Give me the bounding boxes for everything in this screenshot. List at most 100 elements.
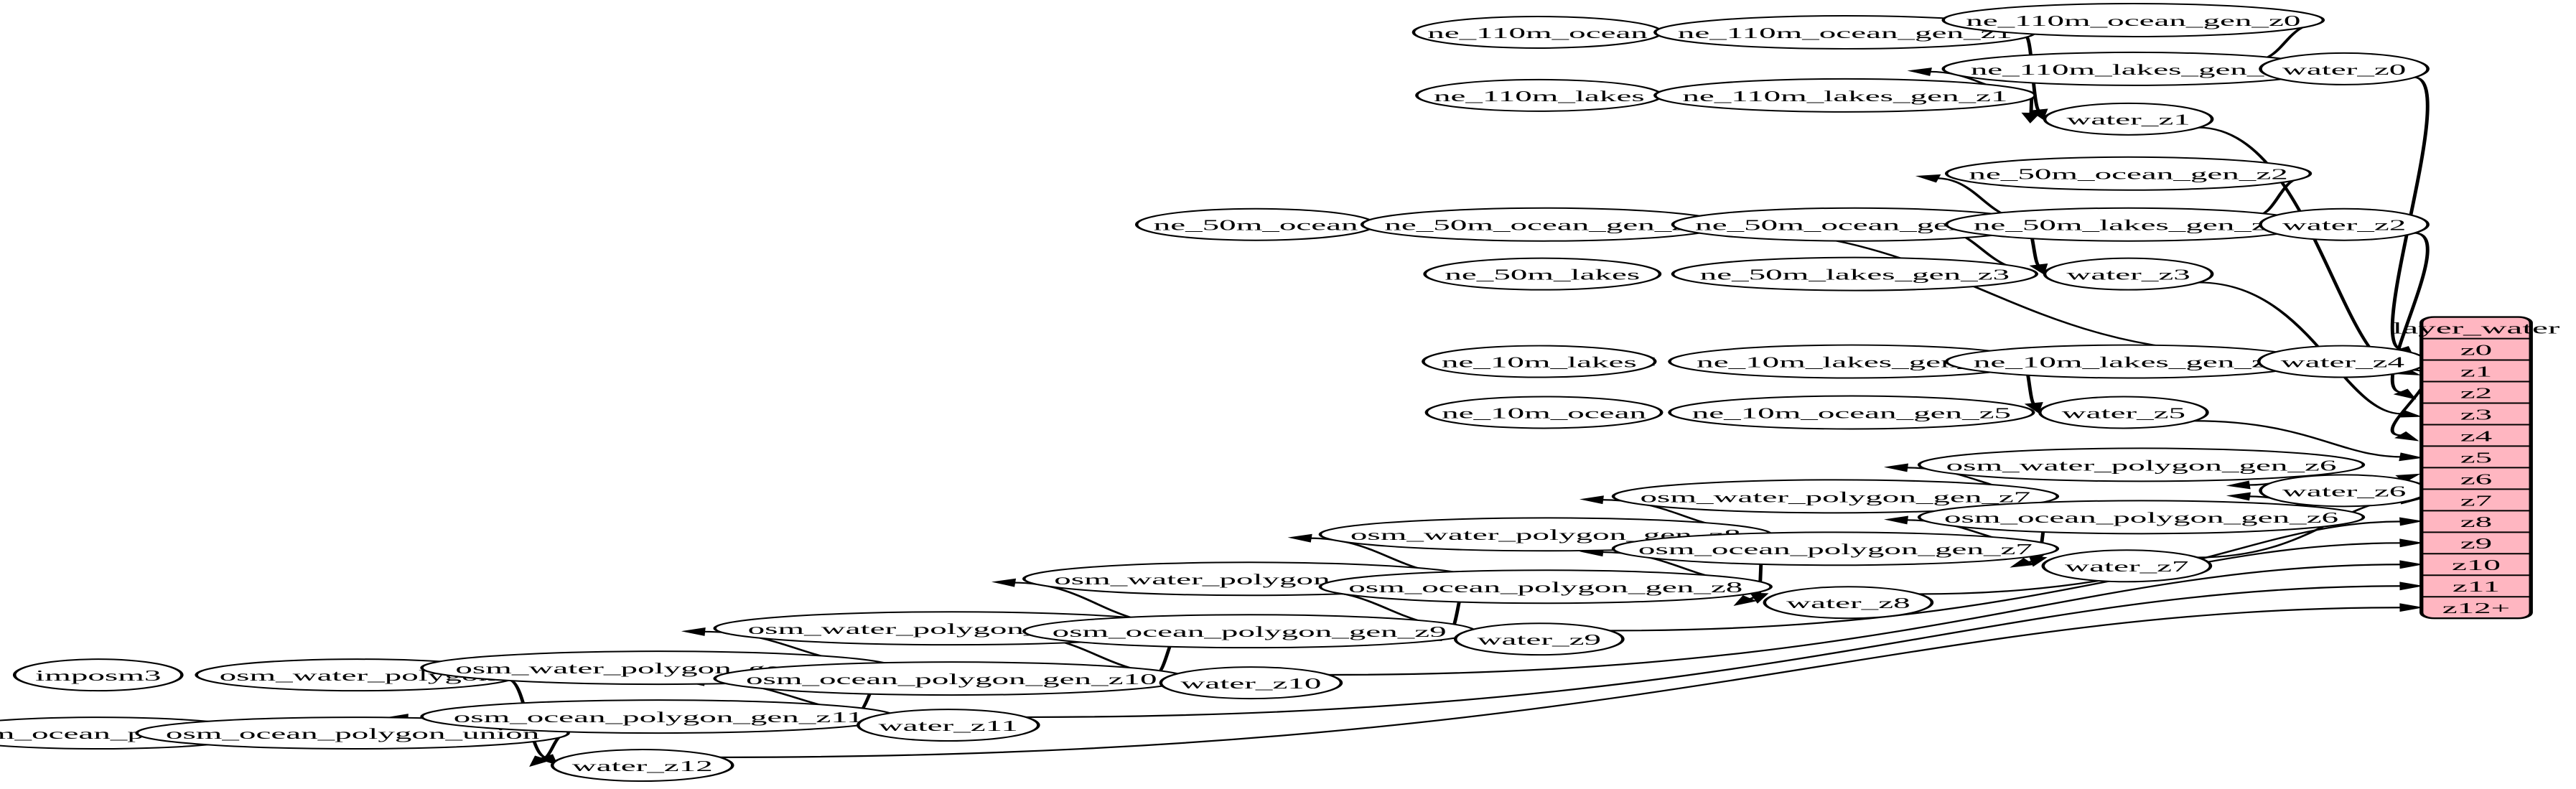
- graph-node-ne_110m_lakes_gen_z1[interactable]: ne_110m_lakes_gen_z1: [1653, 78, 2037, 113]
- graph-node-ne_10m_lakes[interactable]: ne_10m_lakes: [1422, 345, 1657, 378]
- graph-node-ne_50m_lakes_gen_z3[interactable]: ne_50m_lakes_gen_z3: [1671, 256, 2039, 291]
- edge-arrowhead: [1733, 595, 1758, 606]
- edge-arrowhead: [1883, 463, 1909, 472]
- graph-node-osm_ocean_polygon_gen_z10[interactable]: osm_ocean_polygon_gen_z10: [713, 661, 1190, 696]
- node-label: ne_110m_ocean: [1427, 24, 1648, 41]
- graph-node-ne_50m_ocean_gen_z3[interactable]: ne_50m_ocean_gen_z3: [1671, 207, 2039, 242]
- node-ellipse-shape: [1611, 531, 2060, 566]
- record-cell-z6[interactable]: z6: [2460, 471, 2492, 487]
- edge-arrowhead: [2029, 263, 2048, 275]
- graph-node-ne_10m_lakes_gen_z5[interactable]: ne_10m_lakes_gen_z5: [1668, 344, 2035, 379]
- graph-node-water_z8[interactable]: water_z8: [1763, 586, 1934, 620]
- node-label: imposm3: [35, 668, 161, 684]
- node-ellipse-shape: [1668, 395, 2035, 430]
- node-ellipse-shape: [1422, 345, 1657, 378]
- edge-arrowhead: [681, 627, 706, 636]
- node-ellipse-shape: [1944, 156, 2313, 191]
- node-ellipse-shape: [1453, 622, 1625, 656]
- node-ellipse-shape: [550, 749, 734, 783]
- node-label: water_z1: [2066, 111, 2190, 128]
- graph-edge-water_z10-to-layer_water-z10: [1327, 564, 2402, 676]
- node-ellipse-shape: [1611, 479, 2060, 514]
- record-cell-z5[interactable]: z5: [2460, 449, 2492, 466]
- graph-node-ne_110m_lakes[interactable]: ne_110m_lakes: [1415, 78, 1663, 112]
- record-node-layer-water[interactable]: layer_water z0 z1 z2 z3 z4 z5 z6 z7 z8 z9 z10 z11 z12…: [2393, 316, 2560, 620]
- graph-node-osm_ocean_polygon_gen_z6[interactable]: osm_ocean_polygon_gen_z6: [1917, 500, 2366, 535]
- record-cell-z2[interactable]: z2: [2460, 385, 2492, 401]
- graph-node-water_z11[interactable]: water_z11: [857, 709, 1040, 742]
- node-ellipse-shape: [1653, 78, 2037, 113]
- graph-node-ne_10m_lakes_gen_z4[interactable]: ne_10m_lakes_gen_z4: [1944, 344, 2313, 379]
- node-ellipse-shape: [12, 658, 184, 692]
- nodes-layer: imposm3osm_water_polygonosm_ocean_polygo…: [0, 2, 2430, 783]
- graph-node-osm_water_polygon_gen_z6[interactable]: osm_water_polygon_gen_z6: [1917, 447, 2366, 482]
- record-cell-z4[interactable]: z4: [2460, 428, 2492, 444]
- edge-arrowhead: [2399, 538, 2424, 548]
- graph-node-water_z9[interactable]: water_z9: [1453, 622, 1625, 656]
- graph-node-water_z0[interactable]: water_z0: [2259, 52, 2430, 85]
- graph-node-ne_110m_ocean_gen_z1[interactable]: ne_110m_ocean_gen_z1: [1653, 14, 2037, 50]
- node-ellipse-shape: [2041, 549, 2213, 583]
- node-label: ne_50m_ocean: [1154, 217, 1358, 233]
- graph-node-ne_50m_ocean[interactable]: ne_50m_ocean: [1134, 207, 1377, 241]
- node-ellipse-shape: [1671, 256, 2039, 291]
- graph-node-osm_ocean_polygon_gen_z9[interactable]: osm_ocean_polygon_gen_z9: [1022, 614, 1477, 649]
- node-ellipse-shape: [1941, 2, 2325, 37]
- node-label: osm_ocean_polygon_gen_z6: [1944, 510, 2338, 526]
- graph-node-ne_110m_lakes_gen_z0[interactable]: ne_110m_lakes_gen_z0: [1941, 51, 2325, 86]
- node-ellipse-shape: [1159, 666, 1343, 700]
- record-cell-z3[interactable]: z3: [2460, 406, 2492, 423]
- graph-node-osm_water_polygon_gen_z7[interactable]: osm_water_polygon_gen_z7: [1611, 479, 2060, 514]
- graph-node-water_z1[interactable]: water_z1: [2043, 102, 2214, 136]
- graph-node-ne_10m_ocean[interactable]: ne_10m_ocean: [1424, 396, 1663, 429]
- node-label: water_z0: [2282, 61, 2406, 78]
- graph-node-water_z12[interactable]: water_z12: [550, 749, 734, 783]
- graph-node-water_z4[interactable]: water_z4: [2257, 345, 2428, 378]
- graph-node-osm_ocean_polygon_gen_z7[interactable]: osm_ocean_polygon_gen_z7: [1611, 531, 2060, 566]
- node-ellipse-shape: [2259, 52, 2430, 85]
- node-ellipse-shape: [1917, 447, 2366, 482]
- record-cell-z8[interactable]: z8: [2460, 514, 2492, 531]
- record-cell-z10[interactable]: z10: [2452, 557, 2501, 574]
- graph-node-water_z3[interactable]: water_z3: [2043, 257, 2214, 291]
- graph-node-osm_ocean_polygon_gen_z11[interactable]: osm_ocean_polygon_gen_z11: [420, 699, 897, 734]
- record-cell-z0[interactable]: z0: [2460, 342, 2492, 358]
- graph-node-water_z6[interactable]: water_z6: [2259, 474, 2430, 508]
- graph-node-ne_110m_ocean[interactable]: ne_110m_ocean: [1411, 15, 1663, 49]
- edge-arrowhead: [2394, 431, 2419, 442]
- graph-node-imposm3[interactable]: imposm3: [12, 658, 184, 692]
- record-cell-z1[interactable]: z1: [2460, 363, 2492, 380]
- graph-edge-water_z0-to-layer_water-z0: [2390, 76, 2430, 350]
- node-label: water_z5: [2062, 405, 2185, 421]
- graph-edge-water_z9-to-layer_water-z9: [1609, 542, 2402, 632]
- record-cell-z9[interactable]: z9: [2460, 536, 2492, 552]
- graph-node-ne_10m_ocean_gen_z5[interactable]: ne_10m_ocean_gen_z5: [1668, 395, 2035, 430]
- graph-node-ne_50m_ocean_gen_z2[interactable]: ne_50m_ocean_gen_z2: [1944, 156, 2313, 191]
- graph-node-water_z2[interactable]: water_z2: [2259, 207, 2430, 241]
- graph-node-osm_ocean_polygon_gen_z8[interactable]: osm_ocean_polygon_gen_z8: [1318, 569, 1773, 604]
- node-label: water_z6: [2282, 483, 2406, 500]
- node-label: ne_10m_ocean: [1442, 405, 1646, 421]
- graph-edge-water_z12-to-layer_water-z12+: [719, 607, 2402, 758]
- record-title: layer_water: [2393, 319, 2560, 337]
- record-cell-z7[interactable]: z7: [2460, 492, 2492, 509]
- record-cell-z12+[interactable]: z12+: [2442, 600, 2511, 617]
- node-ellipse-shape: [1424, 396, 1663, 429]
- record-cell-z11[interactable]: z11: [2453, 579, 2500, 595]
- node-label: ne_110m_lakes: [1434, 88, 1645, 104]
- node-label: ne_10m_lakes_gen_z4: [1974, 354, 2283, 370]
- node-label: ne_110m_lakes_gen_z0: [1971, 61, 2296, 78]
- graph-node-ne_110m_ocean_gen_z0[interactable]: ne_110m_ocean_gen_z0: [1941, 2, 2325, 37]
- graph-edge-ne_110m_lakes_gen_z1-to-water_z1: [2029, 96, 2034, 115]
- node-label: osm_ocean_polygon_union: [166, 726, 539, 742]
- graph-node-water_z10[interactable]: water_z10: [1159, 666, 1343, 700]
- graph-node-ne_50m_lakes[interactable]: ne_50m_lakes: [1423, 257, 1662, 291]
- node-label: ne_110m_ocean_gen_z1: [1678, 24, 2012, 41]
- graph-node-water_z5[interactable]: water_z5: [2038, 396, 2209, 429]
- graph-node-water_z7[interactable]: water_z7: [2041, 549, 2213, 583]
- node-label: ne_10m_lakes: [1442, 354, 1637, 370]
- node-ellipse-shape: [2043, 102, 2214, 136]
- graph-node-ne_50m_lakes_gen_z2[interactable]: ne_50m_lakes_gen_z2: [1944, 207, 2313, 242]
- graph-edge-water_z2-to-layer_water-z2: [2390, 232, 2430, 393]
